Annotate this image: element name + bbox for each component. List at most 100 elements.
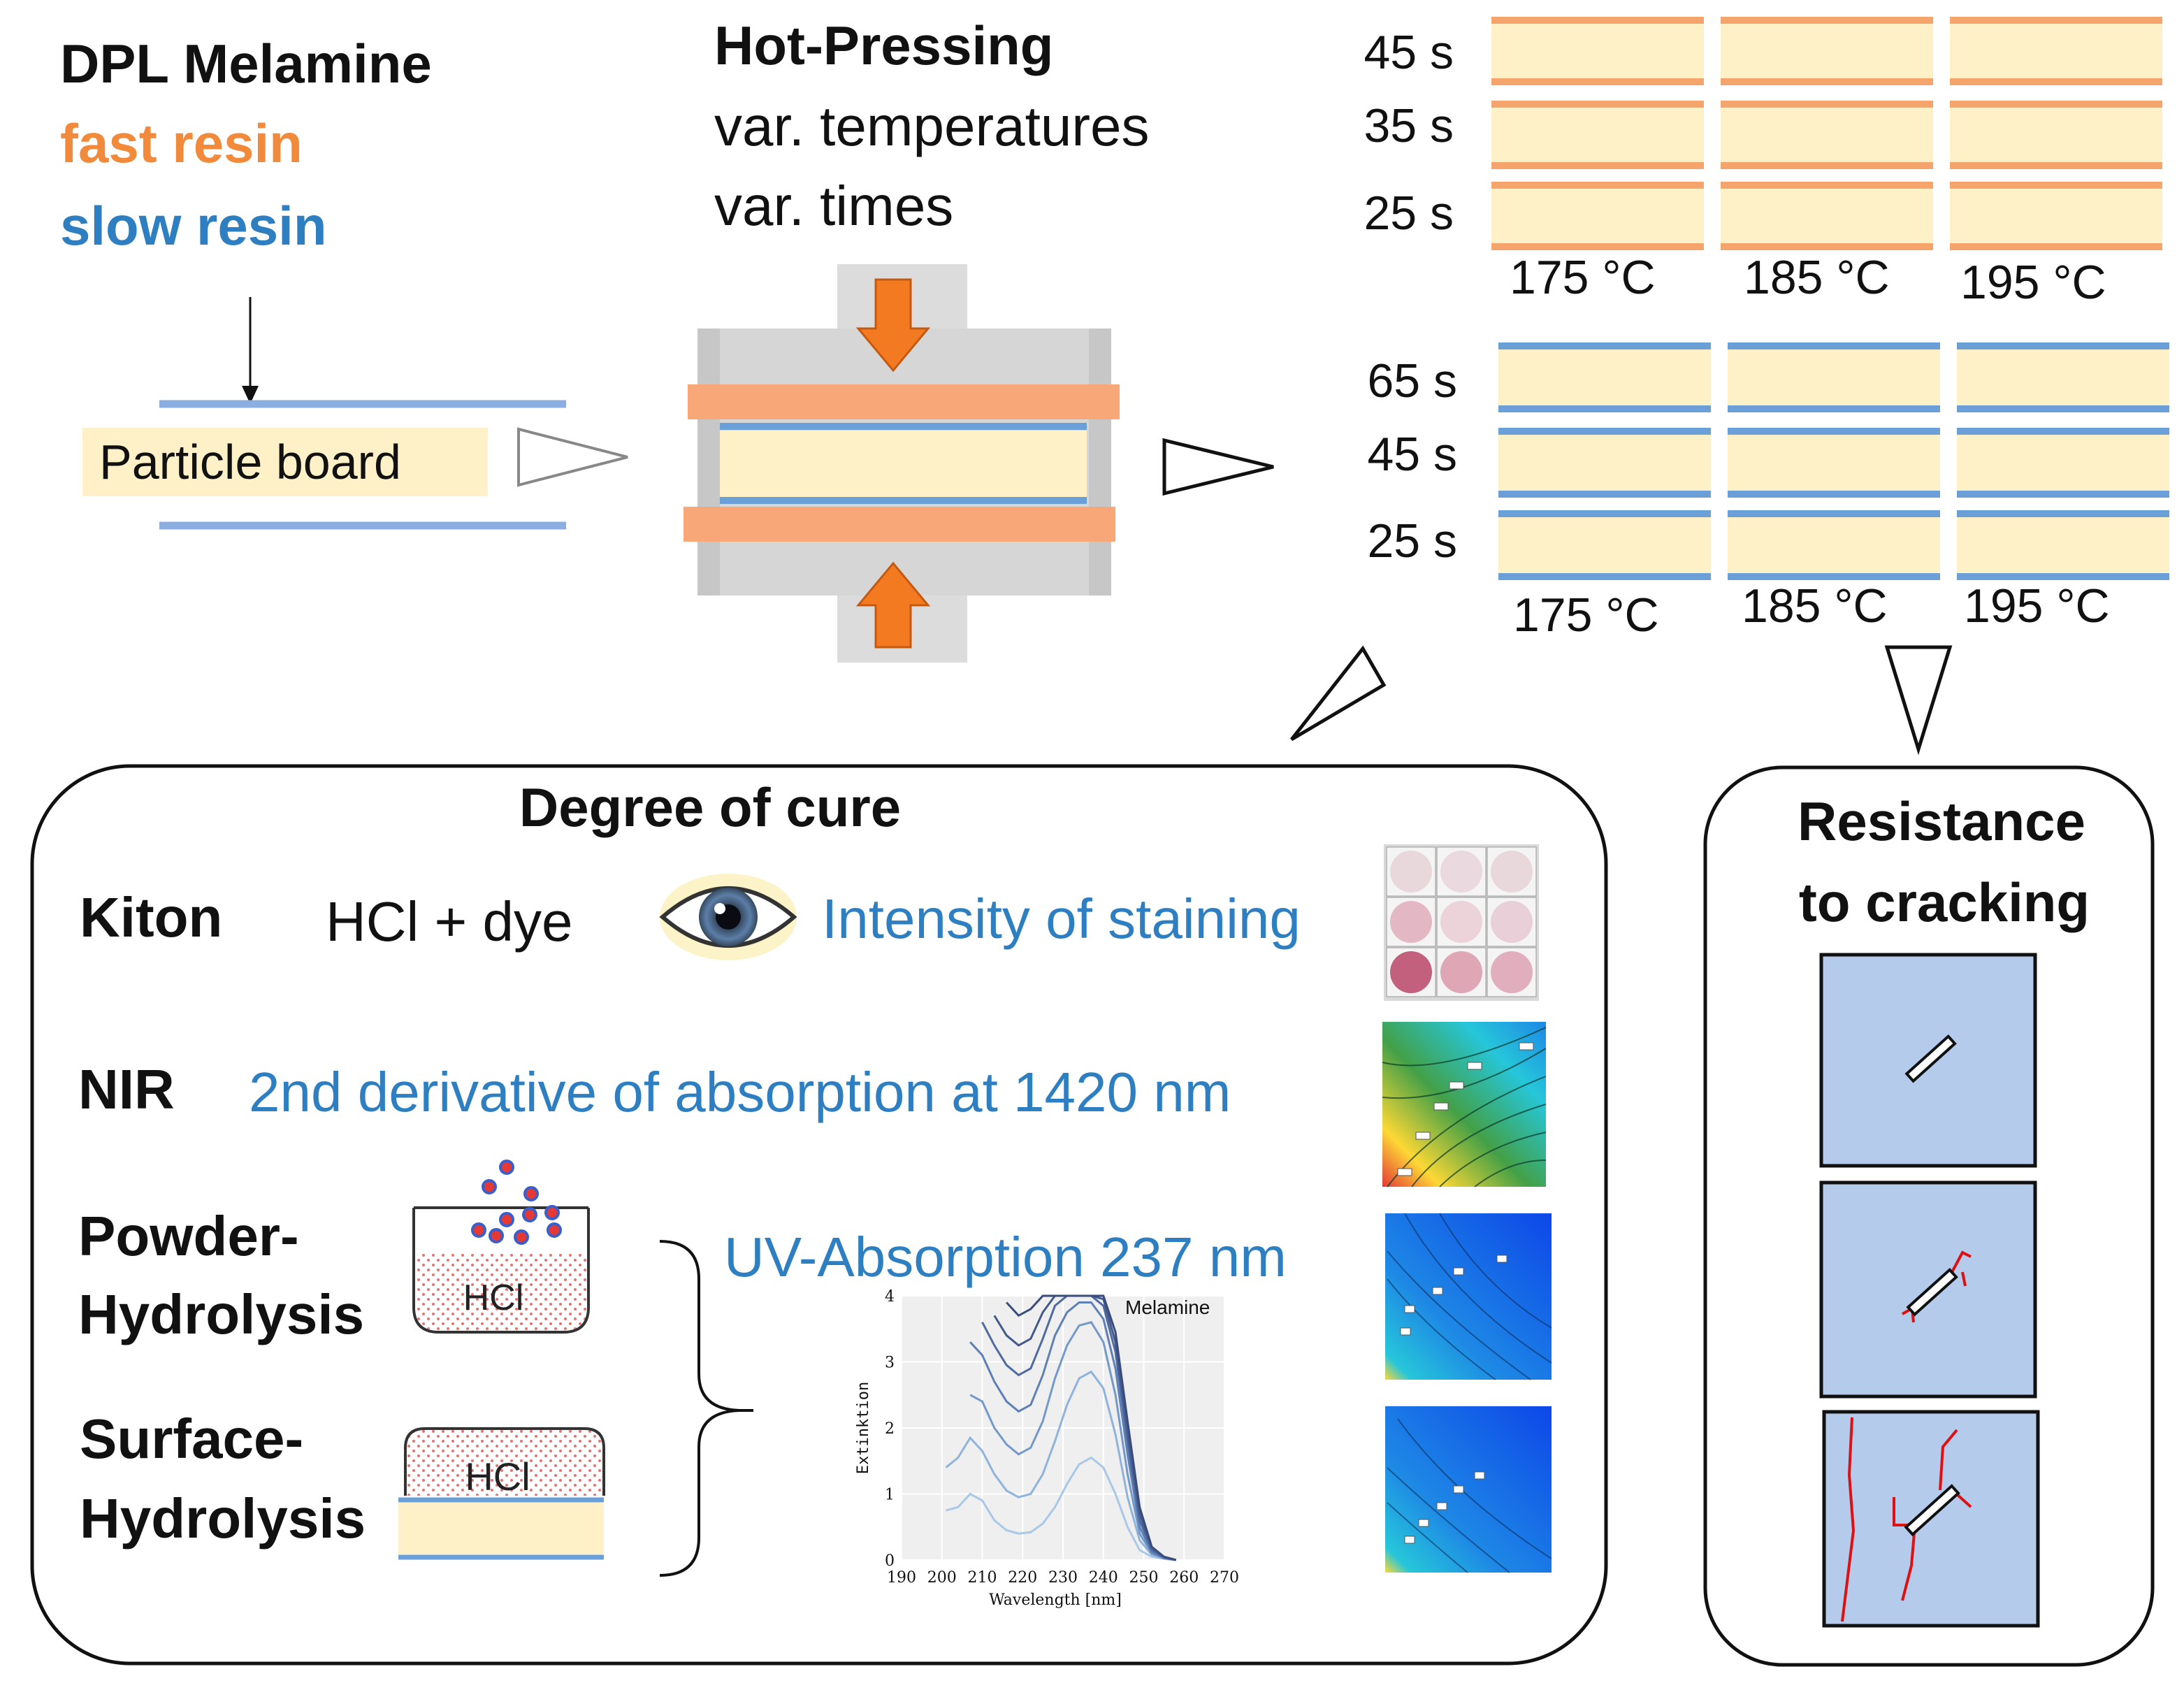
y-tick-label: 2	[885, 1420, 895, 1438]
stain-spot	[1491, 901, 1533, 943]
x-tick-label: 250	[1129, 1569, 1159, 1587]
cracking-title-1: Resistance	[1798, 790, 2085, 852]
fast-sample-tile	[1491, 101, 1704, 169]
slow-sample-tile	[1957, 342, 2169, 412]
slow-sample-tile	[1728, 510, 1940, 580]
slow-sample-tile	[1728, 342, 1940, 412]
fast-resin-grid: 45 s 35 s 25 s 175 °C 185 °C 195 °C	[1364, 17, 2162, 309]
fast-sample-tile	[1950, 101, 2162, 169]
surface-label-1: Surface-	[80, 1408, 303, 1470]
kiton-result: Intensity of staining	[822, 888, 1301, 950]
fast-sample-tile	[1491, 182, 1704, 250]
y-tick-label: 4	[885, 1288, 895, 1306]
crack-sample-2	[1819, 1180, 2037, 1399]
nir-contour-plot	[1370, 1013, 1550, 1195]
uv-series-line	[1006, 1294, 1177, 1561]
fast-temp-1: 175 °C	[1510, 251, 1656, 304]
triangle-arrow-icon	[1884, 645, 1953, 756]
down-press-arrow-icon	[855, 278, 931, 373]
kiton-label: Kiton	[80, 886, 222, 948]
fast-sample-tile	[1721, 17, 1933, 85]
uv-series-line	[969, 1321, 1176, 1561]
uv-result: UV-Absorption 237 nm	[724, 1226, 1287, 1288]
stain-spot	[1440, 851, 1482, 893]
uv-series-line	[946, 1456, 1176, 1561]
chart-title: Melamine	[1125, 1297, 1210, 1318]
powder-label-1: Powder-	[78, 1205, 299, 1267]
surface-cell: HCl	[398, 1427, 605, 1560]
slow-time-1: 65 s	[1367, 354, 1457, 407]
chart-ylabel: Extinktion	[855, 1382, 872, 1474]
powder-label-2: Hydrolysis	[78, 1283, 364, 1345]
slow-time-2: 45 s	[1367, 428, 1457, 481]
x-tick-label: 230	[1048, 1569, 1078, 1587]
stain-spot	[1440, 951, 1482, 993]
hot-pressing-times: var. times	[714, 175, 953, 237]
surface-label-2: Hydrolysis	[80, 1487, 366, 1550]
fast-time-1: 45 s	[1364, 26, 1454, 79]
stain-spot	[1491, 851, 1533, 893]
y-tick-label: 3	[885, 1355, 895, 1372]
fast-resin-label: fast resin	[60, 113, 303, 174]
nir-result: 2nd derivative of absorption at 1420 nm	[249, 1061, 1231, 1123]
resin-title: DPL Melamine	[60, 33, 432, 94]
slow-sample-tile	[1498, 510, 1711, 580]
fast-temp-2: 185 °C	[1744, 251, 1890, 304]
eye-icon	[659, 874, 797, 960]
slow-resin-label: slow resin	[60, 195, 326, 257]
nir-label: NIR	[78, 1058, 175, 1120]
triangle-arrow-icon	[1290, 645, 1387, 742]
hot-pressing-temperatures: var. temperatures	[714, 95, 1150, 157]
degree-of-cure-title: Degree of cure	[519, 777, 901, 838]
uv-contour-plot-2	[1373, 1399, 1553, 1581]
particle-board-label: Particle board	[99, 435, 401, 489]
x-tick-label: 240	[1089, 1569, 1118, 1587]
uv-absorption-chart: 190 200 210 220 230 240 250 260 270 0 1 2 3 4 Melamin…	[855, 1288, 1239, 1609]
fast-time-2: 35 s	[1364, 99, 1454, 152]
slow-sample-tile	[1957, 428, 2169, 498]
down-arrow-icon	[242, 386, 259, 404]
stain-spot	[1390, 851, 1432, 893]
slow-temp-3: 195 °C	[1964, 579, 2110, 633]
kiton-reagent: HCl + dye	[326, 890, 572, 953]
fast-sample-tile	[1721, 101, 1933, 169]
uv-series-line	[945, 1370, 1176, 1561]
x-tick-label: 210	[968, 1569, 997, 1587]
fast-sample-tile	[1491, 17, 1704, 85]
slow-sample-tile	[1728, 428, 1940, 498]
x-tick-label: 270	[1210, 1569, 1239, 1587]
y-tick-label: 0	[885, 1552, 895, 1570]
slow-resin-grid: 65 s 45 s 25 s 175 °C 185 °C 195 °C	[1367, 342, 2169, 642]
fast-sample-tile	[1721, 182, 1933, 250]
uv-contour-plot-1	[1373, 1206, 1553, 1389]
chart-xlabel: Wavelength [nm]	[989, 1591, 1122, 1609]
fast-temp-3: 195 °C	[1960, 256, 2106, 309]
fast-sample-tile	[1950, 17, 2162, 85]
hot-press-illustration	[684, 264, 1120, 663]
slow-sample-tile	[1498, 428, 1711, 498]
fast-time-3: 25 s	[1364, 187, 1454, 240]
hot-pressing-title: Hot-Pressing	[714, 15, 1053, 76]
slow-sample-tile	[1498, 342, 1711, 412]
triangle-arrow-icon	[1162, 438, 1274, 496]
crack-sample-3	[1822, 1410, 2040, 1628]
stain-spot	[1491, 951, 1533, 993]
slow-time-3: 25 s	[1367, 514, 1457, 568]
x-tick-label: 200	[927, 1569, 957, 1587]
fast-sample-tile	[1950, 182, 2162, 250]
particle-board-assembly: Particle board	[82, 400, 566, 530]
powder-hcl-label: HCl	[463, 1278, 524, 1318]
slow-temp-1: 175 °C	[1513, 588, 1659, 642]
x-tick-label: 260	[1169, 1569, 1199, 1587]
x-tick-label: 190	[887, 1569, 916, 1587]
surface-hcl-label: HCl	[465, 1454, 530, 1498]
x-tick-label: 220	[1008, 1569, 1037, 1587]
triangle-arrow-icon	[517, 427, 628, 487]
slow-temp-2: 185 °C	[1742, 579, 1888, 633]
powder-beaker: HCl	[412, 1160, 590, 1334]
slow-sample-tile	[1957, 510, 2169, 580]
y-tick-label: 1	[885, 1487, 895, 1504]
stain-spot	[1390, 951, 1432, 993]
staining-samples-photo	[1384, 844, 1539, 1001]
uv-series-line	[969, 1301, 1176, 1561]
